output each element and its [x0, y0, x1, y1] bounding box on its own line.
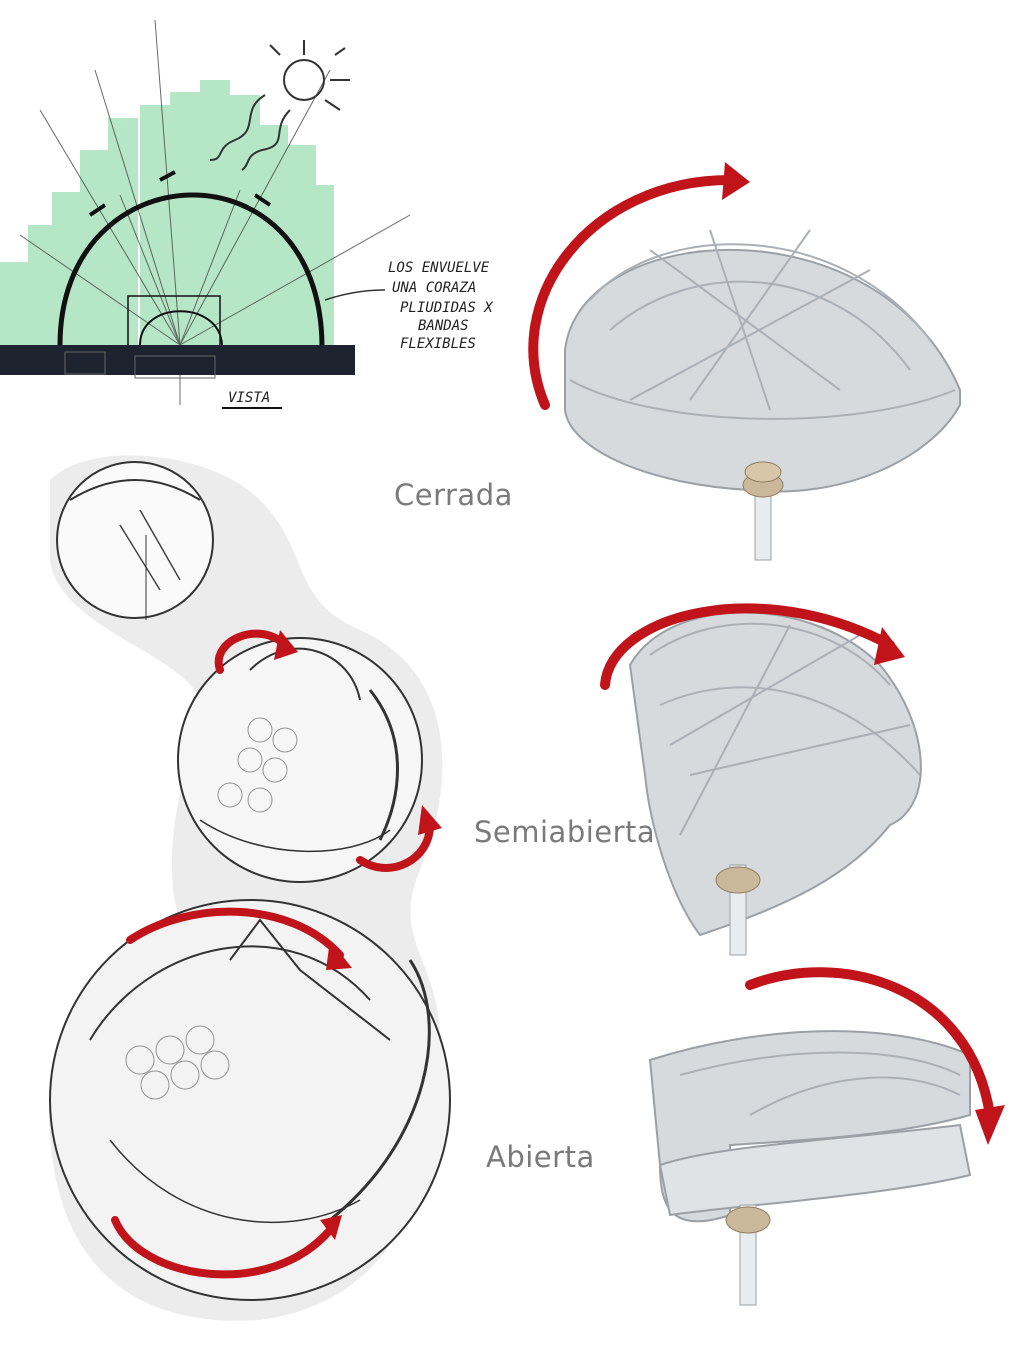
model-open	[648, 967, 1005, 1306]
armadillo-open	[49, 899, 451, 1301]
stage-label-semi-open: Semiabierta	[474, 815, 656, 849]
sketch-note-line-5: FLEXIBLES	[400, 336, 476, 352]
sketch-note-line-4: BANDAS	[418, 318, 469, 334]
dome-sketch: LOS ENVUELVE UNA CORAZA PLIUDIDAS X BAND…	[0, 19, 494, 409]
model-semi-open	[600, 603, 922, 956]
armadillo-semi-open	[177, 637, 423, 883]
armadillo-illustrations	[49, 455, 451, 1321]
armadillo-closed	[56, 461, 214, 619]
stage-label-open: Abierta	[486, 1140, 595, 1174]
stage-label-closed: Cerrada	[394, 478, 513, 512]
sketch-note-line-2: UNA CORAZA	[392, 280, 476, 296]
sketch-note-line-3: PLIUDIDAS X	[400, 300, 494, 316]
model-closed	[528, 162, 961, 561]
sketch-note-line-1: LOS ENVUELVE	[388, 260, 490, 276]
sketch-view-label: VISTA	[228, 390, 270, 406]
